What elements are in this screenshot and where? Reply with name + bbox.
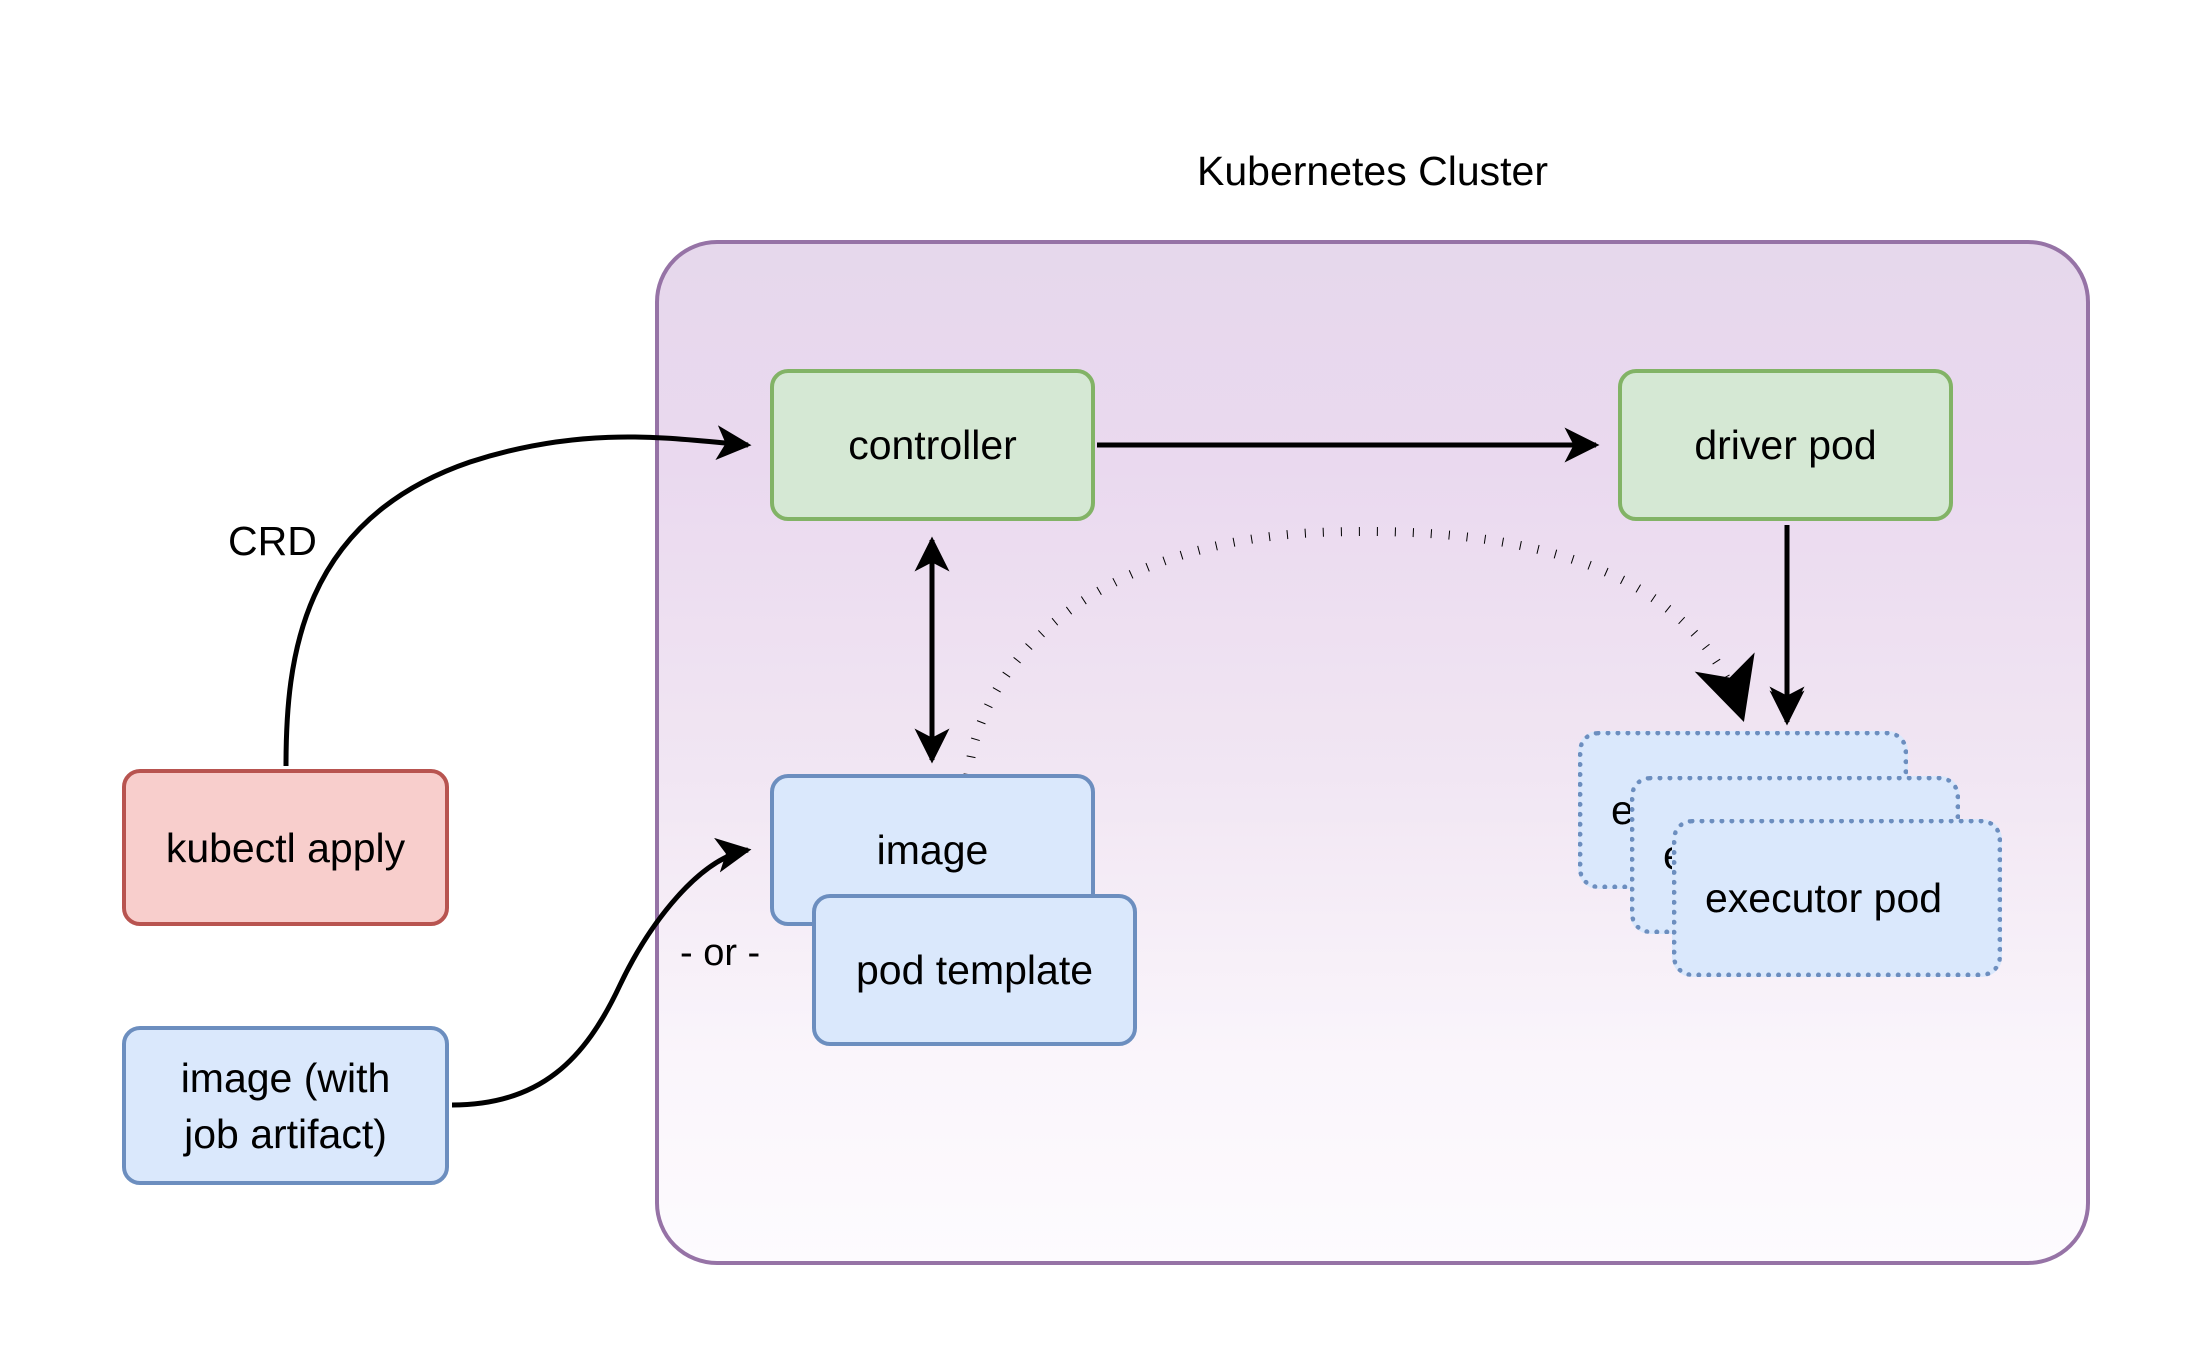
node-executor-pod-3[interactable]: executor pod [1672,819,2002,977]
node-image-with-job-artifact[interactable]: image (with job artifact) [122,1026,449,1185]
node-pod-template[interactable]: pod template [812,894,1137,1046]
node-controller-label: controller [848,422,1017,468]
or-separator-label: - or - [680,932,761,974]
node-image-artifact-line1: image (with [180,1054,391,1101]
node-image-artifact-line2: job artifact) [184,1110,387,1157]
node-executor-pod-3-label: executor pod [1705,875,1943,921]
node-driver-pod[interactable]: driver pod [1618,369,1953,521]
cluster-title: Kubernetes Cluster [1197,148,1548,194]
node-image-with-job-artifact-label: image (with job artifact) [181,1050,391,1162]
node-image-label: image [876,827,989,873]
node-driver-pod-label: driver pod [1694,422,1877,468]
edge-label-crd: CRD [228,518,317,564]
node-controller[interactable]: controller [770,369,1095,521]
node-kubectl-apply-label: kubectl apply [165,824,406,871]
node-pod-template-label: pod template [855,947,1094,993]
node-kubectl-apply[interactable]: kubectl apply [122,769,449,926]
